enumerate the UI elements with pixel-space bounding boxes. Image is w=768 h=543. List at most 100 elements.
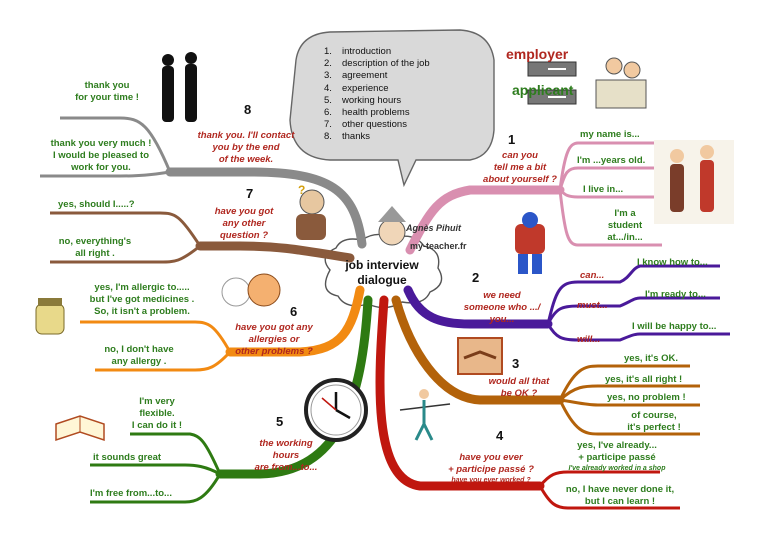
question-line: you by the end — [212, 142, 280, 153]
branch-6-twigs — [80, 320, 232, 372]
topic-item: 2.description of the job — [324, 58, 430, 70]
topic-item: 5.working hours — [324, 94, 402, 106]
author-site: my-teacher.fr — [410, 241, 467, 251]
branch-6-trunk — [225, 285, 365, 357]
branch-4-answer-2: no, I have never done it, but I can lear… — [560, 484, 680, 508]
question-line: thank you. I'll contact — [197, 130, 295, 141]
question-line: hours — [272, 450, 300, 461]
question-line: have you got — [214, 206, 274, 217]
topic-item: 3.agreement — [324, 70, 388, 82]
answer-line: for your time ! — [75, 92, 139, 103]
branch-2-modal-2: must... — [577, 300, 608, 311]
branch-6-answer-2: no, I don't have any allergy . — [98, 344, 180, 368]
answer-line: + participe passé — [578, 452, 656, 463]
branch-8-answer-1: thank you for your time ! — [62, 80, 152, 104]
branch-5-number: 5 — [276, 414, 284, 429]
answer-line: I can do it ! — [131, 420, 183, 431]
branch-8-question: thank you. I'll contact you by the end o… — [188, 130, 304, 166]
answer-line: student — [607, 220, 643, 231]
branch-7-trunk — [195, 241, 355, 263]
author-avatar-icon — [378, 206, 406, 246]
question-line: question ? — [219, 230, 269, 241]
topic-item: 8.thanks — [324, 131, 370, 143]
question-line: have you got any — [235, 322, 313, 333]
handshake-icon — [457, 337, 503, 375]
question-line: allergies or — [248, 334, 300, 345]
superhero-icon — [515, 212, 545, 274]
answer-line: at.../in... — [607, 232, 643, 243]
branch-2-answer-2: I'm ready to... — [645, 289, 706, 300]
branch-1-answer-4: I'm a student at.../in... — [590, 208, 660, 244]
question-line: can you — [502, 150, 538, 161]
branch-8-twigs — [40, 116, 172, 178]
answer-line: no, everything's — [58, 236, 132, 247]
branch-5-answer-3: I'm free from...to... — [90, 488, 172, 499]
branch-2-twigs — [546, 264, 730, 342]
branch-6-question: have you got any allergies or other prob… — [222, 322, 326, 358]
question-line: + participe passé ? — [448, 464, 534, 475]
reception-desk-icon — [527, 57, 647, 109]
branch-2-answer-1: I know how to... — [637, 257, 708, 268]
branch-1-answer-1: my name is... — [580, 129, 640, 140]
topic-item: 6.health problems — [324, 107, 410, 119]
question-line: are from...to... — [254, 462, 318, 473]
answer-line: no, I have never done it, — [565, 484, 675, 495]
open-book-icon — [55, 415, 105, 442]
topic-list: 1.introduction 2.description of the job … — [324, 46, 430, 144]
answer-line: I would be pleased to — [52, 150, 150, 161]
question-line: of the week. — [218, 154, 274, 165]
branch-3-answer-1: yes, it's OK. — [624, 353, 679, 364]
branch-3-answer-3: yes, no problem ! — [607, 392, 686, 403]
branch-2-question: we need someone who .../ you... — [452, 290, 552, 326]
center-title: job interview dialogue — [332, 258, 432, 288]
answer-line: it's perfect ! — [627, 422, 681, 433]
branch-3-question: would all that be OK ? — [474, 376, 564, 400]
businessmen-icon — [162, 52, 197, 122]
topic-item: 7.other questions — [324, 119, 407, 131]
question-line: tell me a bit — [493, 162, 547, 173]
branch-5-answer-1: I'm very flexible. I can do it ! — [126, 396, 188, 432]
answer-line: thank you — [84, 80, 130, 91]
question-example: have you ever worked ? — [451, 477, 531, 484]
branch-7-question: have you got any other question ? — [204, 206, 284, 242]
branch-1-question: can you tell me a bit about yourself ? — [470, 150, 570, 186]
applicant-label: applicant — [512, 82, 574, 98]
branch-8-answer-2: thank you very much ! I would be pleased… — [38, 138, 164, 174]
answer-line: no, I don't have — [104, 344, 174, 355]
branch-3-number: 3 — [512, 356, 520, 371]
branch-6-answer-1: yes, I'm allergic to..... but I've got m… — [80, 282, 204, 318]
center-title-line-2: dialogue — [357, 273, 407, 287]
branch-1-trunk — [405, 185, 565, 255]
question-line: any other — [222, 218, 266, 229]
branch-7-twigs — [50, 211, 202, 264]
branch-3-answer-4: of course, it's perfect ! — [614, 410, 694, 434]
branch-2-number: 2 — [472, 270, 480, 285]
branch-7-number: 7 — [246, 186, 254, 201]
branch-8-trunk — [165, 167, 367, 249]
branch-4-question: have you ever + participe passé ? have y… — [436, 452, 546, 485]
branch-2-modal-3: will... — [577, 334, 601, 345]
answer-line: flexible. — [139, 408, 175, 419]
branch-6-number: 6 — [290, 304, 298, 319]
branch-2-trunk — [403, 285, 553, 329]
speech-bubble — [289, 29, 495, 188]
question-line: would all that — [488, 376, 550, 387]
clock-icon — [304, 378, 368, 442]
topic-item: 1.introduction — [324, 46, 392, 57]
branch-2-answer-3: I will be happy to... — [632, 321, 717, 332]
answer-line: but I've got medicines . — [89, 294, 195, 305]
branch-4-twigs — [538, 470, 680, 510]
branch-4-answer-1: yes, I've already... + participe passé I… — [562, 440, 672, 473]
employer-label: employer — [506, 46, 569, 62]
answer-line: any allergy . — [111, 356, 167, 367]
answer-line: I'm very — [139, 396, 175, 407]
branch-1-number: 1 — [508, 132, 516, 147]
center-title-line-1: job interview — [345, 258, 419, 272]
branch-3-trunk — [391, 295, 565, 405]
branch-3-twigs — [558, 364, 700, 436]
answer-line: So, it isn't a problem. — [94, 306, 190, 317]
answer-line: of course, — [631, 410, 677, 421]
branch-4-number: 4 — [496, 428, 504, 443]
